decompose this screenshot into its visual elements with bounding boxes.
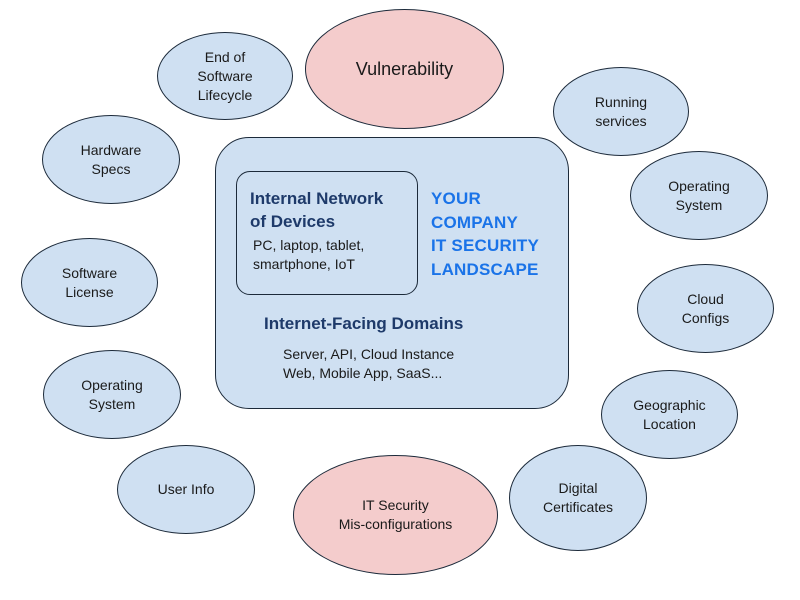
node-digital-certificates: Digital Certificates xyxy=(509,445,647,551)
internal-network-box xyxy=(236,171,418,295)
node-operating-system-left: Operating System xyxy=(43,350,181,439)
internet-facing-domains-title: Internet-Facing Domains xyxy=(264,314,464,333)
company-landscape-label: YOUR COMPANY IT SECURITY LANDSCAPE xyxy=(431,189,539,279)
node-operating-system-right: Operating System xyxy=(630,151,768,240)
node-running-services: Running services xyxy=(553,67,689,156)
internal-network-title: Internal Network of Devices xyxy=(250,189,384,231)
node-vulnerability: Vulnerability xyxy=(305,9,504,129)
node-hardware-specs: Hardware Specs xyxy=(42,115,180,204)
internal-network-devices: PC, laptop, tablet, smartphone, IoT xyxy=(253,237,365,272)
it-security-landscape-panel xyxy=(215,137,569,409)
node-end-of-software-lifecycle: End of Software Lifecycle xyxy=(157,32,293,120)
node-it-security-misconfigurations: IT Security Mis-configurations xyxy=(293,455,498,575)
node-user-info: User Info xyxy=(117,445,255,534)
internet-facing-domains-list: Server, API, Cloud Instance Web, Mobile … xyxy=(283,346,455,381)
node-software-license: Software License xyxy=(21,238,158,327)
node-cloud-configs: Cloud Configs xyxy=(637,264,774,353)
node-geographic-location: Geographic Location xyxy=(601,370,738,459)
